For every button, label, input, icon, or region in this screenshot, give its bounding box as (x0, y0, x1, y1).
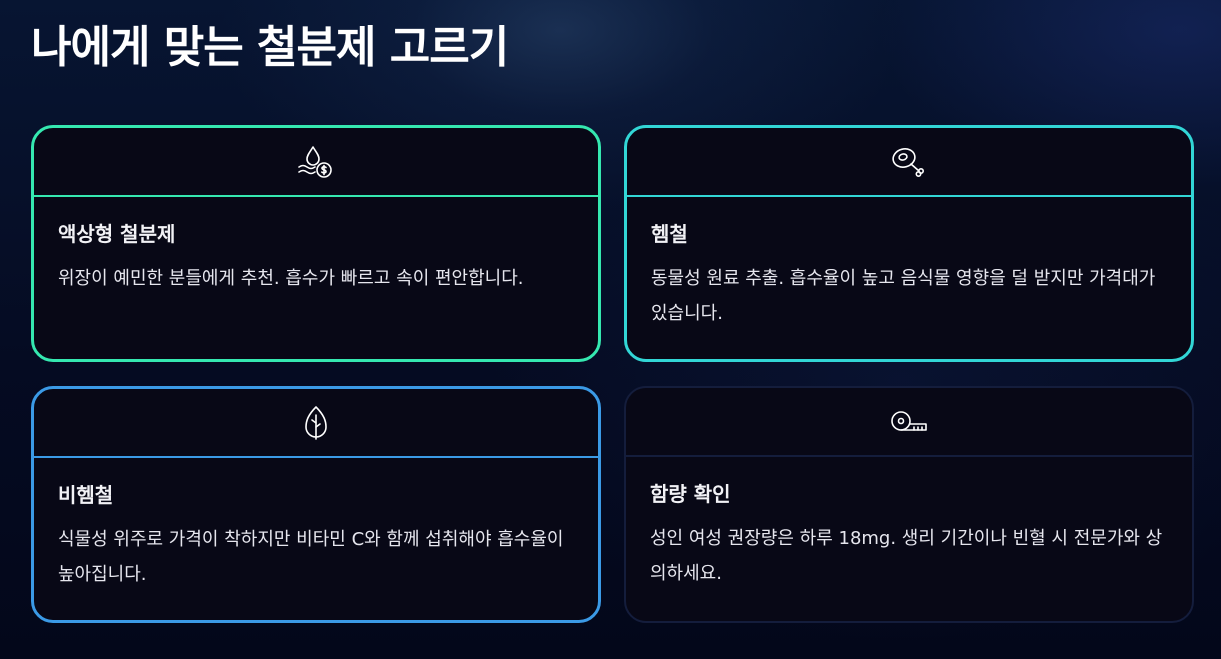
page-title: 나에게 맞는 철분제 고르기 (31, 22, 509, 73)
card-heme-iron: 헴철 동물성 원료 추출. 흡수율이 높고 음식물 영향을 덜 받지만 가격대가… (624, 125, 1194, 362)
card-title: 액상형 철분제 (58, 222, 176, 246)
card-header (34, 389, 598, 458)
card-description: 식물성 위주로 가격이 착하지만 비타민 C와 함께 섭취해야 흡수율이 높아집… (58, 529, 564, 585)
meat-icon (889, 142, 929, 182)
water-dollar-icon (296, 142, 336, 182)
card-liquid-iron: 액상형 철분제 위장이 예민한 분들에게 추천. 흡수가 빠르고 속이 편안합니… (31, 125, 601, 362)
card-title: 비헴철 (58, 483, 114, 507)
card-description: 위장이 예민한 분들에게 추천. 흡수가 빠르고 속이 편안합니다. (58, 268, 524, 289)
card-title: 함량 확인 (650, 482, 731, 506)
card-header (34, 128, 598, 197)
tape-measure-icon (889, 402, 929, 442)
card-header (626, 388, 1192, 457)
card-title: 헴철 (651, 222, 688, 246)
card-description: 동물성 원료 추출. 흡수율이 높고 음식물 영향을 덜 받지만 가격대가 있습… (651, 268, 1156, 324)
card-header (627, 128, 1191, 197)
leaf-icon (296, 403, 336, 443)
card-description: 성인 여성 권장량은 하루 18mg. 생리 기간이나 빈혈 시 전문가와 상의… (650, 528, 1163, 584)
card-non-heme-iron: 비헴철 식물성 위주로 가격이 착하지만 비타민 C와 함께 섭취해야 흡수율이… (31, 386, 601, 623)
card-dosage-check: 함량 확인 성인 여성 권장량은 하루 18mg. 생리 기간이나 빈혈 시 전… (624, 386, 1194, 623)
